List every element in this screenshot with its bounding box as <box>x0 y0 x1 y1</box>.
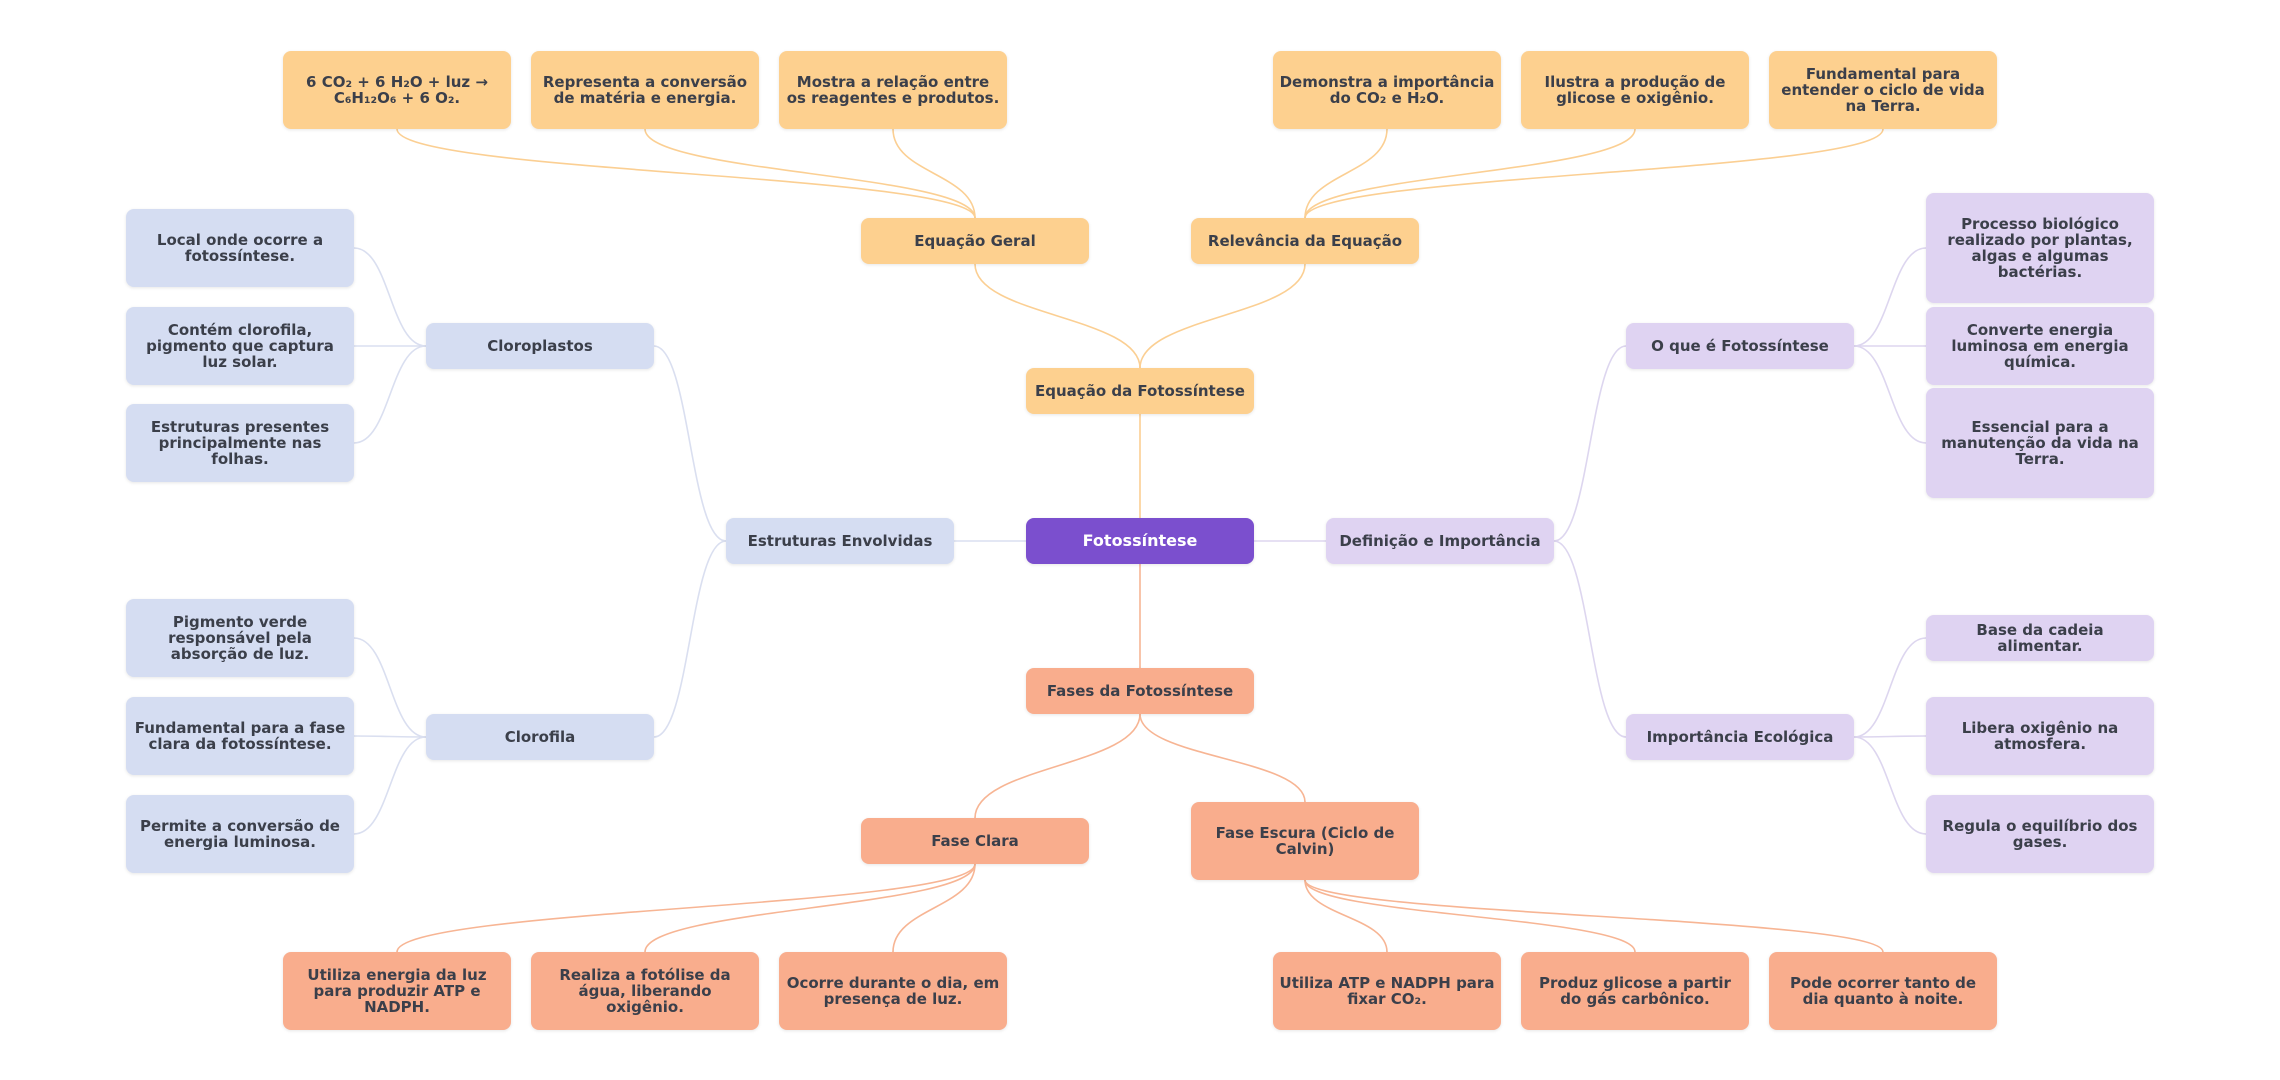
connector-fases-clara <box>974 713 1141 819</box>
o-que-e-leaf-2[interactable]: Converte energia luminosa em energia quí… <box>1926 307 2154 385</box>
connector-escura-escura_3 <box>1304 879 1884 953</box>
equacao-geral-leaf-2[interactable]: Representa a conversão de matéria e ener… <box>531 51 759 129</box>
connector-cloroplastos-cloroplastos_1 <box>353 247 427 347</box>
equacao-geral-leaf-3[interactable]: Mostra a relação entre os reagentes e pr… <box>779 51 1007 129</box>
connector-relevancia-relevancia_2 <box>1304 128 1636 219</box>
clorofila-leaf-1[interactable]: Pigmento verde responsável pela absorção… <box>126 599 354 677</box>
connector-ecologica-ecologica_2 <box>1853 735 1927 738</box>
clorofila-node[interactable]: Clorofila <box>426 714 654 760</box>
connector-equacao-geral <box>974 263 1141 369</box>
o-que-e-leaf-1[interactable]: Processo biológico realizado por plantas… <box>1926 193 2154 303</box>
connector-escura-escura_2 <box>1304 879 1636 953</box>
connector-ecologica-ecologica_3 <box>1853 736 1927 835</box>
connector-estruturas-cloroplastos <box>653 345 727 542</box>
connector-equacao-relevancia <box>1139 263 1306 369</box>
connector-geral-geral_2 <box>644 128 976 219</box>
ecologica-leaf-1[interactable]: Base da cadeia alimentar. <box>1926 615 2154 661</box>
fase-escura-leaf-3[interactable]: Pode ocorrer tanto de dia quanto à noite… <box>1769 952 1997 1030</box>
o-que-e-fotossintese-node[interactable]: O que é Fotossíntese <box>1626 323 1854 369</box>
connector-cloroplastos-cloroplastos_3 <box>353 345 427 444</box>
fase-clara-leaf-3[interactable]: Ocorre durante o dia, em presença de luz… <box>779 952 1007 1030</box>
connector-clara-clara_3 <box>892 863 976 953</box>
relevancia-equacao-node[interactable]: Relevância da Equação <box>1191 218 1419 264</box>
cloroplastos-leaf-3[interactable]: Estruturas presentes principalmente nas … <box>126 404 354 482</box>
importancia-ecologica-node[interactable]: Importância Ecológica <box>1626 714 1854 760</box>
fases-fotossintese-node[interactable]: Fases da Fotossíntese <box>1026 668 1254 714</box>
ecologica-leaf-2[interactable]: Libera oxigênio na atmosfera. <box>1926 697 2154 775</box>
fase-clara-leaf-2[interactable]: Realiza a fotólise da água, liberando ox… <box>531 952 759 1030</box>
connector-ecologica-ecologica_1 <box>1853 637 1927 738</box>
definicao-importancia-node[interactable]: Definição e Importância <box>1326 518 1554 564</box>
fase-escura-leaf-1[interactable]: Utiliza ATP e NADPH para fixar CO₂. <box>1273 952 1501 1030</box>
equacao-fotossintese-node[interactable]: Equação da Fotossíntese <box>1026 368 1254 414</box>
connector-geral-geral_3 <box>892 128 976 219</box>
connector-clorofila-clorofila_2 <box>353 735 427 738</box>
estruturas-envolvidas-node[interactable]: Estruturas Envolvidas <box>726 518 954 564</box>
clorofila-leaf-3[interactable]: Permite a conversão de energia luminosa. <box>126 795 354 873</box>
clorofila-leaf-2[interactable]: Fundamental para a fase clara da fotossí… <box>126 697 354 775</box>
connector-geral-geral_1 <box>396 128 976 219</box>
connector-definicao-ecologica <box>1553 540 1627 738</box>
connector-relevancia-relevancia_3 <box>1304 128 1884 219</box>
root-node[interactable]: Fotossíntese <box>1026 518 1254 564</box>
connector-fases-escura <box>1139 713 1306 803</box>
relevancia-leaf-1[interactable]: Demonstra a importância do CO₂ e H₂O. <box>1273 51 1501 129</box>
connector-clorofila-clorofila_1 <box>353 637 427 738</box>
cloroplastos-leaf-2[interactable]: Contém clorofila, pigmento que captura l… <box>126 307 354 385</box>
connector-oque-oque_3 <box>1853 345 1927 444</box>
cloroplastos-leaf-1[interactable]: Local onde ocorre a fotossíntese. <box>126 209 354 287</box>
equacao-geral-leaf-1[interactable]: 6 CO₂ + 6 H₂O + luz → C₆H₁₂O₆ + 6 O₂. <box>283 51 511 129</box>
o-que-e-leaf-3[interactable]: Essencial para a manutenção da vida na T… <box>1926 388 2154 498</box>
connector-escura-escura_1 <box>1304 879 1388 953</box>
connector-relevancia-relevancia_1 <box>1304 128 1388 219</box>
fase-clara-node[interactable]: Fase Clara <box>861 818 1089 864</box>
connector-clara-clara_2 <box>644 863 976 953</box>
fase-escura-node[interactable]: Fase Escura (Ciclo de Calvin) <box>1191 802 1419 880</box>
connector-oque-oque_1 <box>1853 247 1927 347</box>
relevancia-leaf-3[interactable]: Fundamental para entender o ciclo de vid… <box>1769 51 1997 129</box>
equacao-geral-node[interactable]: Equação Geral <box>861 218 1089 264</box>
connector-clorofila-clorofila_3 <box>353 736 427 835</box>
fase-escura-leaf-2[interactable]: Produz glicose a partir do gás carbônico… <box>1521 952 1749 1030</box>
connector-clara-clara_1 <box>396 863 976 953</box>
relevancia-leaf-2[interactable]: Ilustra a produção de glicose e oxigênio… <box>1521 51 1749 129</box>
ecologica-leaf-3[interactable]: Regula o equilíbrio dos gases. <box>1926 795 2154 873</box>
cloroplastos-node[interactable]: Cloroplastos <box>426 323 654 369</box>
connector-definicao-oque <box>1553 345 1627 542</box>
connector-estruturas-clorofila <box>653 540 727 738</box>
fase-clara-leaf-1[interactable]: Utiliza energia da luz para produzir ATP… <box>283 952 511 1030</box>
